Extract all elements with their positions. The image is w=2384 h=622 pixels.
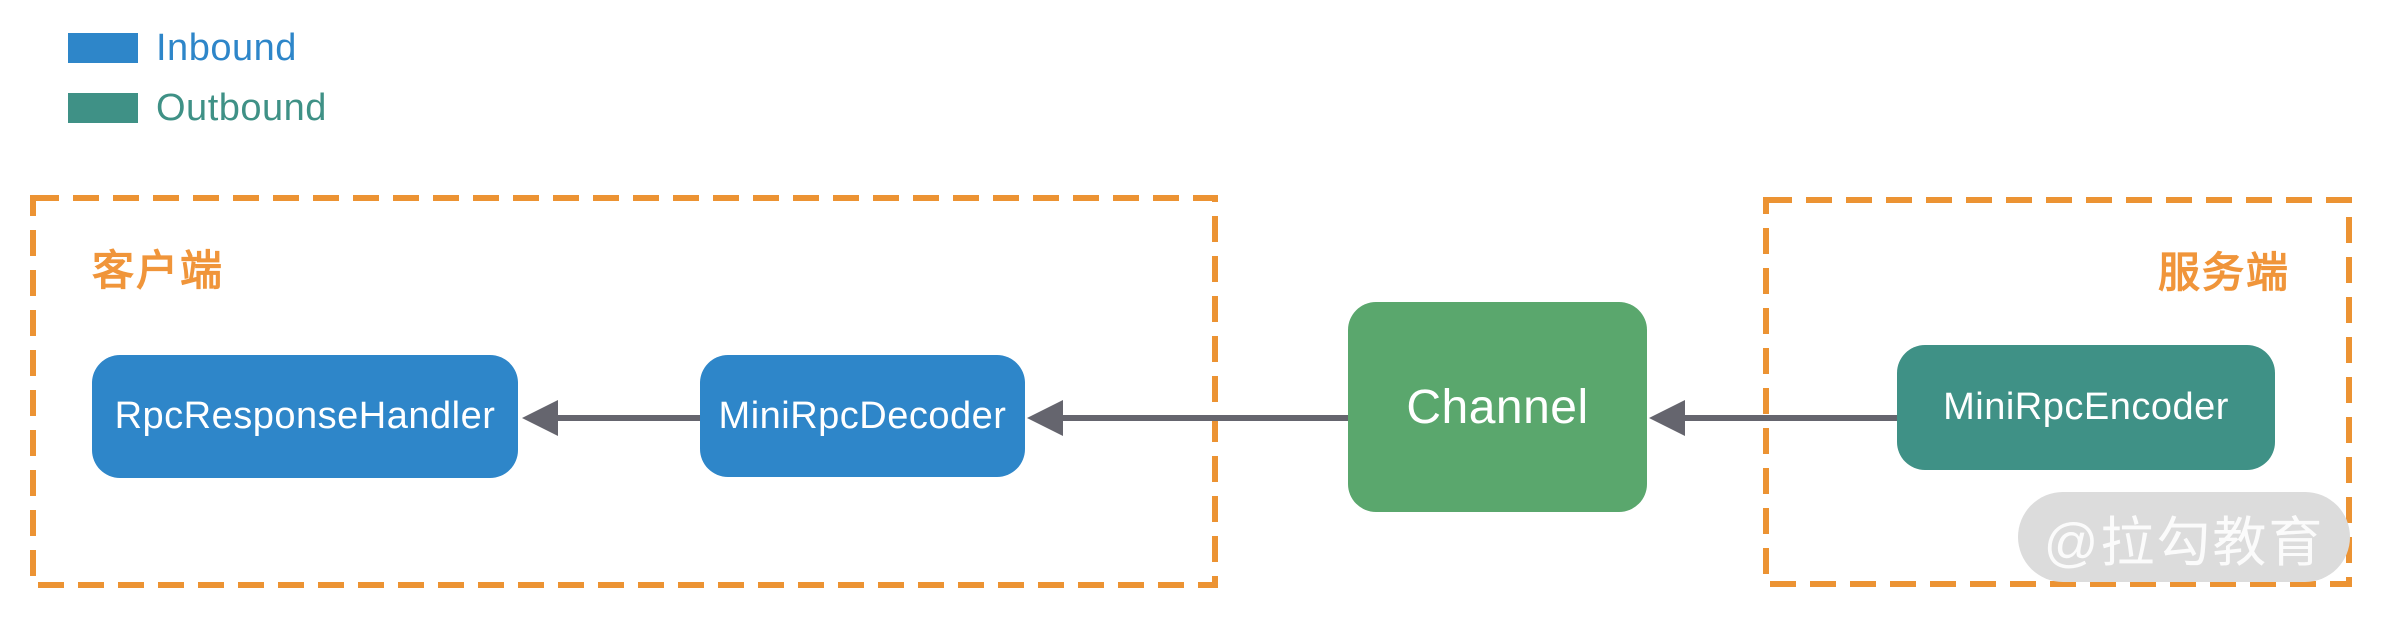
node-label: Channel — [1406, 380, 1589, 434]
node-channel: Channel — [1348, 302, 1647, 512]
outbound-color-swatch — [68, 93, 138, 123]
watermark-badge: @拉勾教育 — [2018, 492, 2350, 582]
legend-label-inbound: Inbound — [156, 26, 297, 69]
arrow-encoder-to-channel — [1649, 400, 1897, 436]
arrow-decoder-to-handler — [522, 400, 700, 436]
server-group-label: 服务端 — [2157, 249, 2290, 296]
server-group-box: 服务端 — [1763, 197, 2352, 587]
legend-item-inbound: Inbound — [68, 24, 327, 72]
arrow-channel-to-decoder — [1027, 400, 1348, 436]
arrowhead-left-icon — [1649, 400, 1685, 436]
client-group-label: 客户端 — [92, 247, 225, 294]
arrowhead-left-icon — [522, 400, 558, 436]
legend-item-outbound: Outbound — [68, 84, 327, 132]
node-label: RpcResponseHandler — [114, 395, 496, 437]
node-label: MiniRpcDecoder — [718, 394, 1007, 437]
inbound-color-swatch — [68, 33, 138, 63]
client-group-dashed-border — [30, 195, 1218, 588]
node-label: MiniRpcEncoder — [1943, 386, 2229, 428]
watermark-text: @拉勾教育 — [2043, 512, 2325, 573]
server-group-dashed-border — [1763, 197, 2352, 587]
client-group-box: 客户端 — [30, 195, 1218, 588]
node-mini-rpc-decoder: MiniRpcDecoder — [700, 355, 1025, 477]
node-mini-rpc-encoder: MiniRpcEncoder — [1897, 345, 2275, 470]
legend-label-outbound: Outbound — [156, 86, 327, 129]
legend: Inbound Outbound — [68, 24, 327, 144]
node-rpc-response-handler: RpcResponseHandler — [92, 355, 518, 478]
arrowhead-left-icon — [1027, 400, 1063, 436]
